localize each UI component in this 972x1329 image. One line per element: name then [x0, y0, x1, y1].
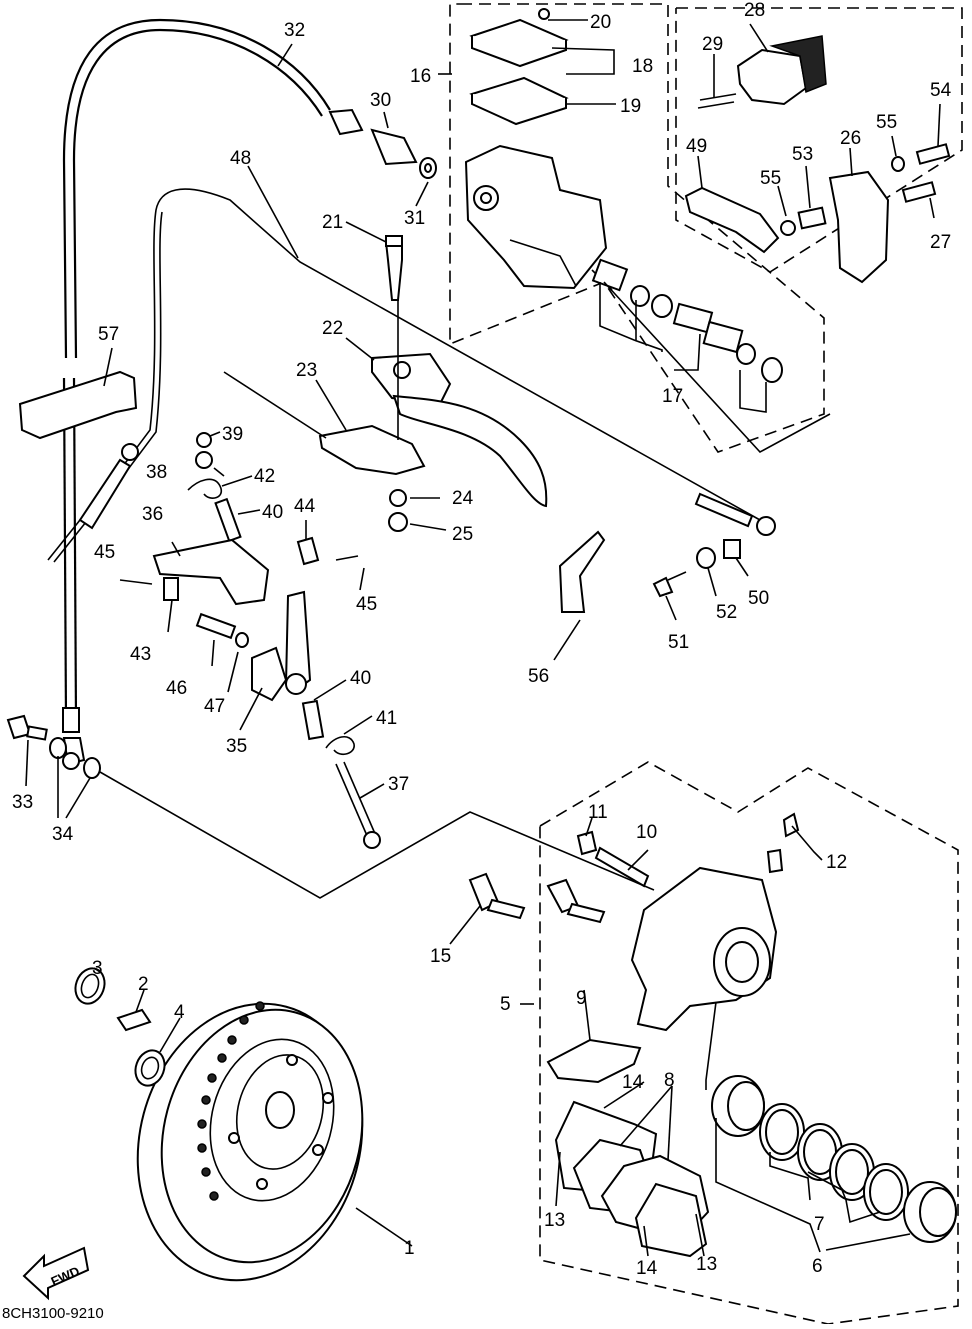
callout-49: 49 [686, 136, 707, 157]
callout-19: 19 [620, 96, 641, 117]
callout-21: 21 [322, 212, 343, 233]
callout-25: 25 [452, 524, 473, 545]
caliper-group-outline [539, 761, 959, 1325]
callout-1: 1 [404, 1238, 415, 1259]
callout-32: 32 [284, 20, 305, 41]
callout-11: 11 [588, 802, 608, 823]
guard-plate [558, 530, 606, 613]
pushrod-lever-group [371, 235, 548, 508]
callout-16: 16 [410, 66, 431, 87]
callout-45b: 45 [356, 594, 377, 615]
callout-52: 52 [716, 602, 737, 623]
callout-8: 8 [664, 1070, 675, 1091]
callout-28: 28 [744, 0, 765, 21]
callout-29: 29 [702, 34, 723, 55]
callout-54: 54 [930, 80, 952, 101]
callout-57: 57 [98, 324, 119, 345]
hose-fitting-30 [328, 108, 437, 179]
callout-20: 20 [590, 12, 611, 33]
banjo-bolt-and-washers [6, 714, 101, 779]
master-cylinder-body [464, 144, 608, 290]
callout-34: 34 [52, 824, 74, 845]
callout-6: 6 [812, 1256, 823, 1277]
callout-36: 36 [142, 504, 163, 525]
callout-40a: 40 [262, 502, 283, 523]
collar-and-bolt [652, 539, 741, 598]
callout-14a: 14 [622, 1072, 644, 1093]
callout-46: 46 [166, 678, 187, 699]
callout-2: 2 [138, 974, 149, 995]
callout-12: 12 [826, 852, 847, 873]
callout-35: 35 [226, 736, 247, 757]
callout-53: 53 [792, 144, 813, 165]
leader-lines [25, 19, 941, 1257]
callout-18: 18 [632, 56, 653, 77]
callout-44: 44 [294, 496, 316, 517]
callout-47: 47 [204, 696, 225, 717]
callout-7: 7 [814, 1214, 825, 1235]
callout-43: 43 [130, 644, 151, 665]
callout-55b: 55 [760, 168, 781, 189]
callout-45a: 45 [94, 542, 115, 563]
callout-3: 3 [92, 958, 103, 979]
callout-37: 37 [388, 774, 409, 795]
reservoir-cap [469, 8, 569, 126]
pedal-bracket-parts [684, 35, 951, 284]
callout-13a: 13 [544, 1210, 565, 1231]
disc-hardware [74, 967, 166, 1087]
callout-40b: 40 [350, 668, 371, 689]
master-cylinder-internals [591, 258, 783, 383]
callout-4: 4 [174, 1002, 185, 1023]
callout-13b: 13 [696, 1254, 717, 1275]
brake-caliper [468, 812, 800, 1032]
linkage-parts [119, 371, 426, 849]
fwd-arrow-icon: FWD [22, 1246, 90, 1301]
caliper-pistons-and-seals [711, 1075, 957, 1243]
brake-rod-cable [47, 188, 776, 563]
callout-48: 48 [230, 148, 251, 169]
brake-pads [546, 1038, 710, 1258]
callout-14b: 14 [636, 1258, 658, 1279]
callout-56: 56 [528, 666, 549, 687]
callout-5: 5 [500, 994, 511, 1015]
callout-42: 42 [254, 466, 275, 487]
drawing-code: 8CH3100-9210 [2, 1305, 104, 1322]
callout-22: 22 [322, 318, 343, 339]
callout-39: 39 [222, 424, 243, 445]
brake-disc [136, 1001, 364, 1282]
callout-26: 26 [840, 128, 861, 149]
callout-55a: 55 [876, 112, 897, 133]
callout-24: 24 [452, 488, 474, 509]
callout-27: 27 [930, 232, 951, 253]
callout-10: 10 [636, 822, 657, 843]
callout-23: 23 [296, 360, 317, 381]
master-cylinder-group-outline [449, 3, 825, 453]
hose-guide-bracket [18, 370, 138, 440]
callout-9: 9 [576, 988, 587, 1009]
callout-labels: 1 2 3 4 5 6 7 8 9 10 11 12 13 13 14 14 1… [12, 0, 952, 1279]
callout-51: 51 [668, 632, 689, 653]
callout-38: 38 [146, 462, 167, 483]
callout-31: 31 [404, 208, 425, 229]
callout-33: 33 [12, 792, 33, 813]
callout-50: 50 [748, 588, 769, 609]
callout-15: 15 [430, 946, 451, 967]
callout-30: 30 [370, 90, 391, 111]
callout-41: 41 [376, 708, 397, 729]
callout-17: 17 [662, 386, 683, 407]
